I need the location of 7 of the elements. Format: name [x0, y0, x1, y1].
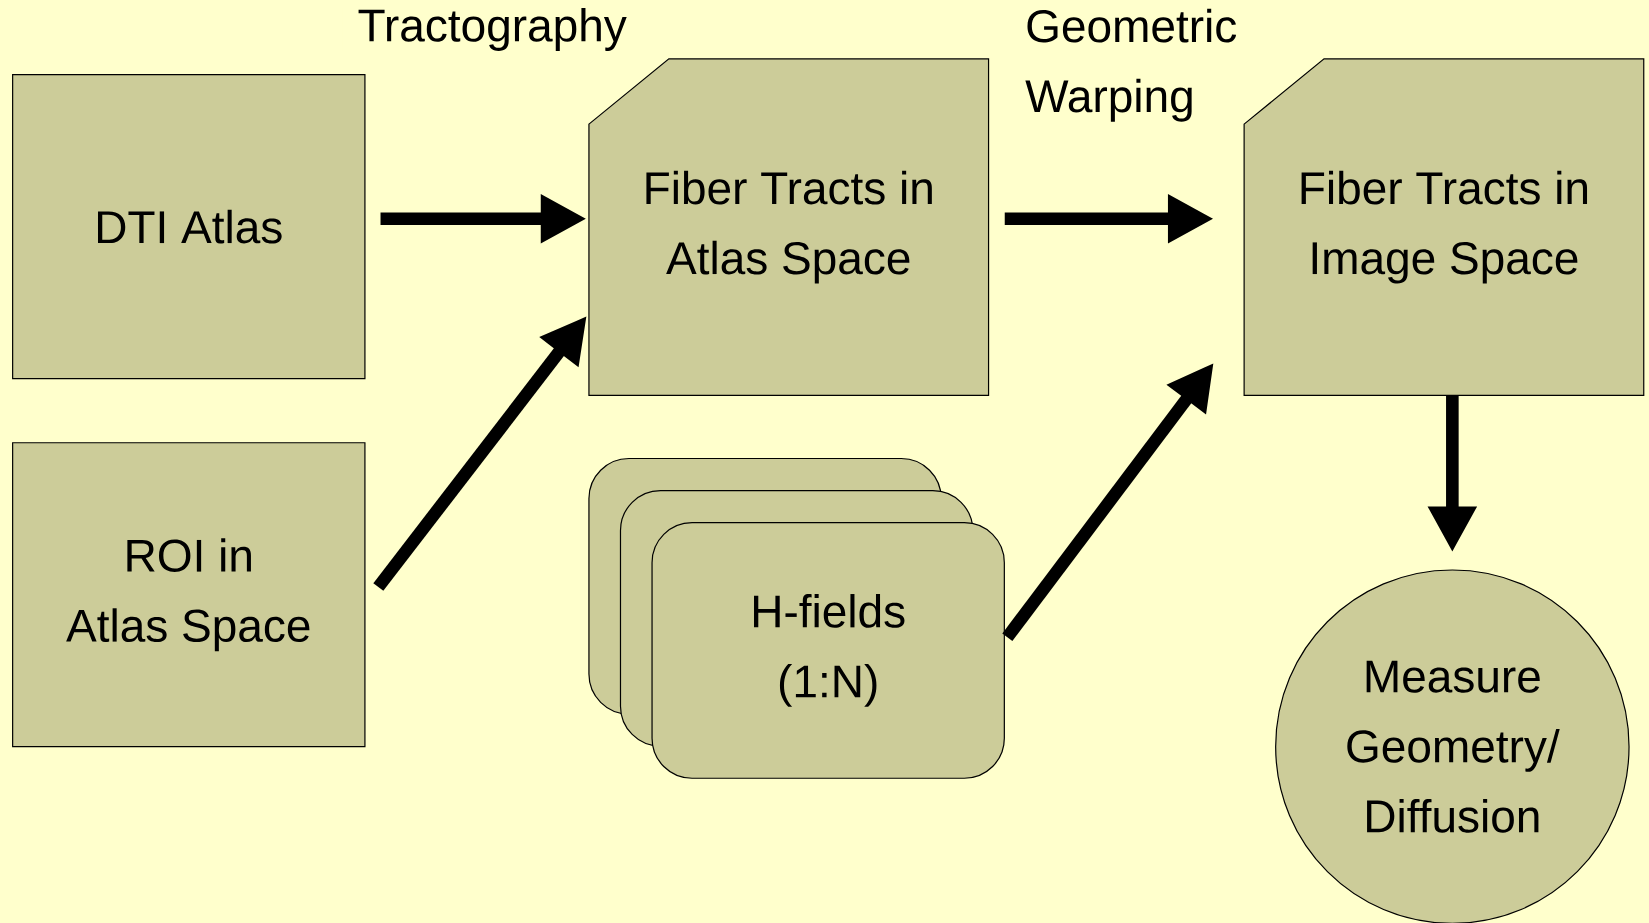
edge-label: Geometric Warping	[1025, 8, 1241, 122]
process-box: DTI Atlas	[12, 73, 366, 379]
document-box: Fiber Tracts in Image Space	[1243, 58, 1645, 396]
document-box: Fiber Tracts in Atlas Space	[588, 58, 990, 396]
edge-label: Tractography	[342, 7, 643, 51]
stacked-cards: H-fields (1:N)	[588, 457, 1005, 779]
process-box: ROI in Atlas Space	[12, 442, 366, 748]
